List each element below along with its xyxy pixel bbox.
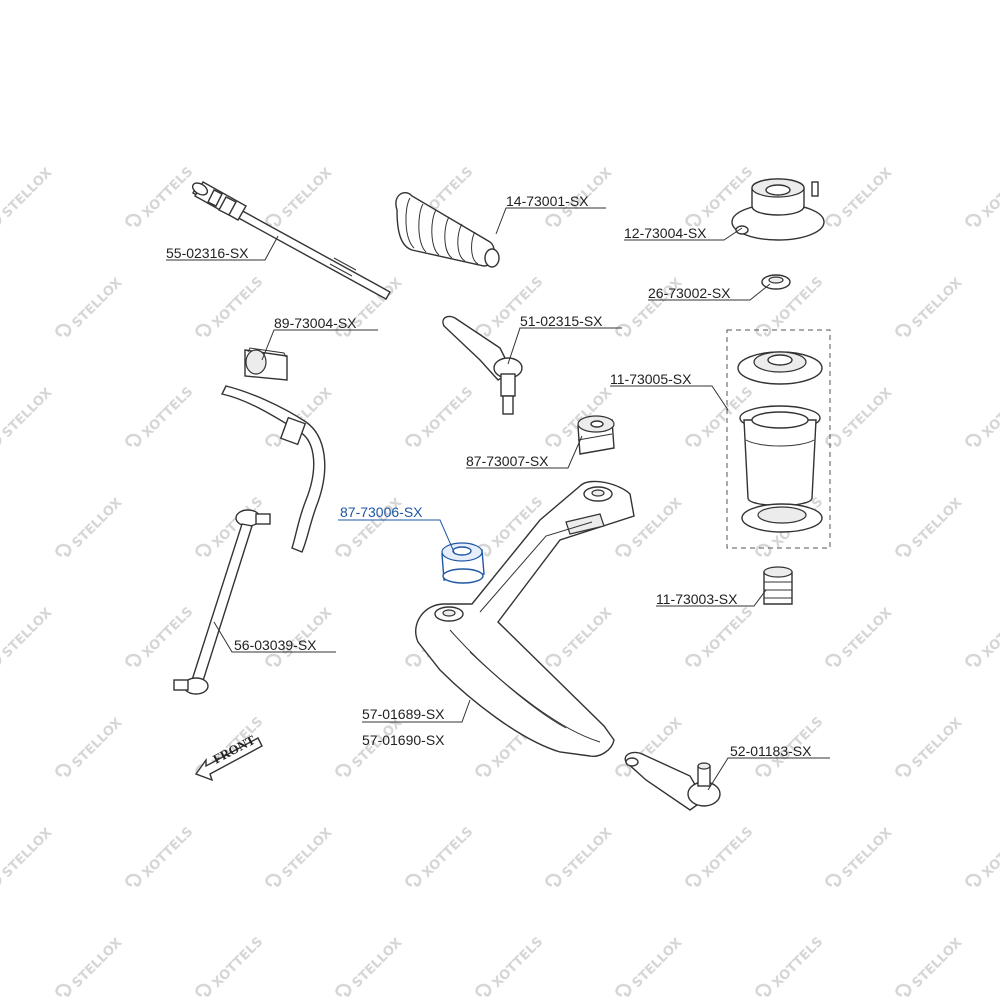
- tie-rod-end-part[interactable]: [442, 315, 523, 415]
- watermark-logo-icon: [965, 873, 982, 887]
- watermark-logo-icon: [755, 323, 772, 337]
- watermark-logo-icon: [615, 983, 632, 997]
- label-26-73002[interactable]: 26-73002-SX: [648, 285, 731, 301]
- steering-boot-part[interactable]: [395, 192, 500, 268]
- watermark-logo-icon: [265, 653, 282, 667]
- watermark-logo-icon: [545, 653, 562, 667]
- watermark-logo-icon: [965, 653, 982, 667]
- label-56-03039[interactable]: 56-03039-SX: [234, 637, 317, 653]
- watermark-logo-icon: [755, 983, 772, 997]
- watermark-logo-icon: [55, 543, 72, 557]
- label-87-73007[interactable]: 87-73007-SX: [466, 453, 549, 469]
- arrow-icon: [194, 737, 263, 782]
- watermark-logo-icon: [615, 763, 632, 777]
- watermark-logo-icon: [125, 873, 142, 887]
- stabilizer-bushing-part[interactable]: [244, 347, 288, 381]
- watermark-logo-icon: [55, 983, 72, 997]
- watermark-logo-icon: [335, 763, 352, 777]
- label-87-73006[interactable]: 87-73006-SX: [340, 504, 423, 520]
- label-12-73004[interactable]: 12-73004-SX: [624, 225, 707, 241]
- watermark-logo-icon: [615, 543, 632, 557]
- front-bushing-highlighted-part[interactable]: [441, 542, 485, 584]
- watermark-logo-icon: [685, 873, 702, 887]
- watermark-logo-icon: [545, 213, 562, 227]
- watermark-logo-icon: [405, 653, 422, 667]
- label-14-73001[interactable]: 14-73001-SX: [506, 193, 589, 209]
- watermark-logo-icon: [615, 323, 632, 337]
- watermark-logo-icon: [55, 323, 72, 337]
- watermark-logo-icon: [125, 653, 142, 667]
- watermark-logo-icon: [475, 983, 492, 997]
- label-11-73003[interactable]: 11-73003-SX: [656, 591, 738, 607]
- watermark-logo-icon: [545, 433, 562, 447]
- watermark-logo-icon: [895, 983, 912, 997]
- watermark-logo-icon: [685, 653, 702, 667]
- watermark-logo-icon: [825, 213, 842, 227]
- watermark-logo-icon: [475, 763, 492, 777]
- label-57-01690[interactable]: 57-01690-SX: [362, 732, 445, 748]
- watermark-logo-icon: [195, 983, 212, 997]
- watermark-logo-icon: [825, 653, 842, 667]
- tie-rod-part[interactable]: [191, 181, 391, 300]
- bump-stop-part[interactable]: [763, 566, 793, 605]
- watermark-logo-icon: [405, 433, 422, 447]
- control-arm-part[interactable]: [415, 480, 635, 757]
- label-11-73005[interactable]: 11-73005-SX: [610, 371, 692, 387]
- watermark-logo-icon: [125, 433, 142, 447]
- front-arrow: FRONT: [194, 732, 263, 782]
- watermark-logo-icon: [335, 983, 352, 997]
- watermark-logo-icon: [405, 873, 422, 887]
- watermark-logo-icon: [265, 433, 282, 447]
- ball-joint-part[interactable]: [624, 751, 721, 811]
- watermark-logo-icon: [55, 763, 72, 777]
- watermark-logo-icon: [195, 323, 212, 337]
- watermark-logo-icon: [335, 323, 352, 337]
- strut-bearing-part[interactable]: [761, 274, 791, 290]
- rear-bushing-part[interactable]: [577, 415, 615, 455]
- watermark-logo-icon: [965, 213, 982, 227]
- watermark-logo-icon: [265, 873, 282, 887]
- label-89-73004[interactable]: 89-73004-SX: [274, 315, 357, 331]
- watermark-logo-icon: [685, 433, 702, 447]
- watermark-logo-icon: [685, 213, 702, 227]
- watermark-logo-icon: [755, 763, 772, 777]
- watermark-logo-icon: [895, 543, 912, 557]
- watermark-logo-icon: [895, 323, 912, 337]
- watermark-logo-icon: [195, 543, 212, 557]
- label-51-02315[interactable]: 51-02315-SX: [520, 313, 603, 329]
- stabilizer-link-part[interactable]: [173, 509, 271, 695]
- label-55-02316[interactable]: 55-02316-SX: [166, 245, 249, 261]
- stabilizer-bar: [220, 385, 326, 553]
- watermark-logo-icon: [755, 543, 772, 557]
- protection-kit-part[interactable]: [726, 329, 831, 549]
- watermark-logo-icon: [965, 433, 982, 447]
- watermark-logo-icon: [825, 873, 842, 887]
- label-52-01183[interactable]: 52-01183-SX: [730, 743, 812, 759]
- callouts: 55-02316-SX 14-73001-SX 12-73004-SX 26-7…: [166, 193, 830, 791]
- watermark-logo-icon: [265, 213, 282, 227]
- watermark-logo-icon: [545, 873, 562, 887]
- watermark-logo-icon: [125, 213, 142, 227]
- watermark-logo-icon: [335, 543, 352, 557]
- strut-mount-part[interactable]: [731, 178, 825, 241]
- watermark-logo-icon: [825, 433, 842, 447]
- label-57-01689[interactable]: 57-01689-SX: [362, 706, 445, 722]
- watermark-logo-icon: [895, 763, 912, 777]
